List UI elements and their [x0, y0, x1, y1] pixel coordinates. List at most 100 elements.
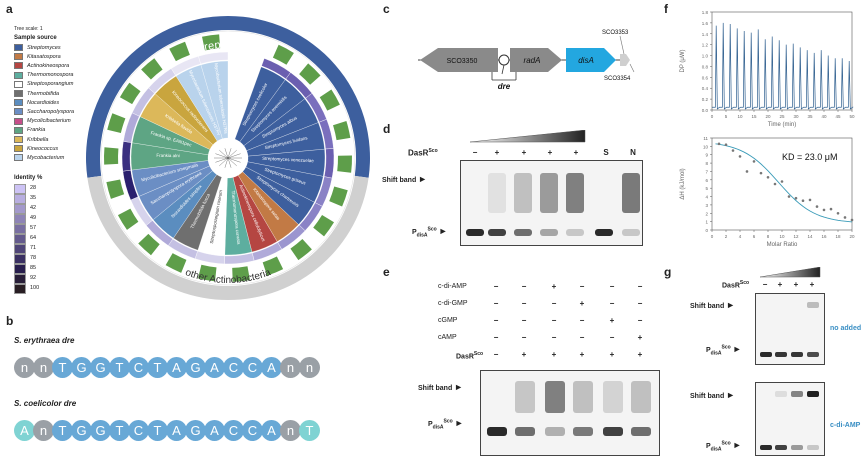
- lane-mark: −: [762, 280, 768, 289]
- condition-mark: +: [609, 350, 615, 359]
- gel-e: [480, 370, 660, 456]
- nucleotide: C: [223, 357, 244, 378]
- coelicolor-title-text: S. coelicolor dre: [14, 399, 77, 408]
- condition-label: cGMP: [438, 317, 458, 324]
- fit-ytick: 3: [705, 203, 708, 208]
- shift-band-g1-text: Shift band: [690, 303, 725, 310]
- nucleotide: C: [242, 420, 263, 441]
- dasr-label-d-sup: Sco: [428, 148, 438, 154]
- fit-ytick: 5: [705, 186, 708, 191]
- nucleotide: T: [147, 420, 168, 441]
- legend-label: Streptomyces: [27, 44, 61, 51]
- identity-cell: [198, 51, 229, 65]
- identity-cell: [323, 148, 335, 179]
- presence-bar: [202, 34, 221, 51]
- fit-ytick: 8: [705, 161, 708, 166]
- presence-bar: [104, 147, 119, 165]
- identity-swatch: [14, 264, 26, 274]
- itc-ytick: 1.2: [702, 43, 709, 48]
- legend-label: Kineococcus: [27, 145, 59, 152]
- identity-value: 42: [30, 205, 37, 211]
- lane-mark: +: [777, 280, 783, 289]
- dasr-label-d-text: DasR: [408, 148, 429, 158]
- condition-mark: −: [609, 333, 615, 342]
- free-probe-band: [760, 352, 772, 357]
- probe-d-sub: disA: [416, 232, 428, 239]
- tree-branch: [215, 153, 229, 159]
- identity-value: 35: [30, 195, 37, 201]
- itc-ytick: 1.4: [702, 32, 709, 37]
- identity-swatch: [14, 224, 26, 234]
- legend-swatch: [14, 62, 23, 70]
- shift-band-g2-text: Shift band: [690, 393, 725, 400]
- probe-e-sub: disA: [432, 424, 444, 431]
- free-probe-band: [760, 445, 772, 450]
- shift-band: [622, 173, 640, 213]
- legend-swatch: [14, 53, 23, 61]
- shift-band: [515, 381, 535, 413]
- free-probe-band: [466, 229, 484, 236]
- gel-g-bottom: [755, 382, 825, 456]
- condition-mark: −: [551, 316, 557, 325]
- legend-swatch: [14, 71, 23, 79]
- condition-mark: −: [493, 333, 499, 342]
- free-probe-band: [631, 427, 651, 436]
- condition-mark: +: [551, 350, 557, 359]
- free-probe-band: [595, 229, 613, 236]
- shift-band: [488, 173, 506, 213]
- identity-swatch: [14, 194, 26, 204]
- legend-label: Mycobacterium: [27, 154, 65, 161]
- itc-frame: [711, 11, 853, 111]
- nucleotide: G: [71, 420, 92, 441]
- shift-band: [807, 302, 819, 308]
- legend-item: Streptosporangium: [14, 80, 73, 88]
- itc-xtick: 45: [835, 114, 841, 119]
- fit-point: [773, 182, 777, 186]
- fit-point: [787, 195, 791, 198]
- presence-bar: [107, 113, 126, 133]
- tree-branch: [227, 148, 232, 159]
- fit-ytick: 0: [705, 228, 708, 233]
- nucleotide: G: [185, 357, 206, 378]
- legend-item: Kineococcus: [14, 145, 59, 153]
- nucleotide: A: [14, 420, 35, 441]
- itc-xtick: 10: [737, 114, 743, 119]
- free-probe-band: [603, 427, 623, 436]
- identity-cell: [121, 141, 132, 172]
- fit-ytick: 2: [705, 211, 708, 216]
- fit-xtick: 2: [725, 234, 728, 239]
- tree-branch: [227, 157, 241, 163]
- dasr-label-g: DasRSco: [722, 280, 749, 289]
- condition-mark: −: [609, 282, 615, 291]
- tree-branch: [219, 150, 229, 159]
- legend-swatch: [14, 99, 23, 107]
- nucleotide: G: [90, 357, 111, 378]
- shift-band: [603, 381, 623, 413]
- free-probe-band: [573, 427, 593, 436]
- probe-d-p: P: [412, 229, 417, 236]
- probe-label-g1: PdisASco ►: [706, 344, 742, 357]
- fit-xtick: 14: [807, 234, 813, 239]
- probe-g1-sup: Sco: [721, 344, 731, 351]
- lane-mark: +: [521, 148, 527, 157]
- fit-point: [752, 160, 756, 163]
- identity-swatch: [14, 184, 26, 194]
- condition-mark: +: [579, 299, 585, 308]
- dasr-label-g-text: DasR: [722, 282, 740, 290]
- gene-rada: [510, 48, 562, 72]
- identity-value: 64: [30, 235, 37, 241]
- nucleotide: A: [166, 357, 187, 378]
- legend-label: Saccharopolyspora: [27, 108, 75, 115]
- itc-xtick: 50: [849, 114, 855, 119]
- itc-xtick: 40: [821, 114, 827, 119]
- nucleotide: A: [261, 420, 282, 441]
- legend-item: Mycobacterium: [14, 154, 65, 162]
- legend-item: Kribbella: [14, 136, 48, 143]
- presence-bar: [106, 179, 125, 199]
- probe-g2-sub: disA: [710, 446, 722, 453]
- condition-mark: −: [637, 282, 643, 291]
- probe-g2-p: P: [706, 443, 711, 450]
- tree-branch: [219, 157, 229, 166]
- legend-label: Thermobifida: [27, 90, 60, 97]
- free-probe-band: [791, 352, 803, 357]
